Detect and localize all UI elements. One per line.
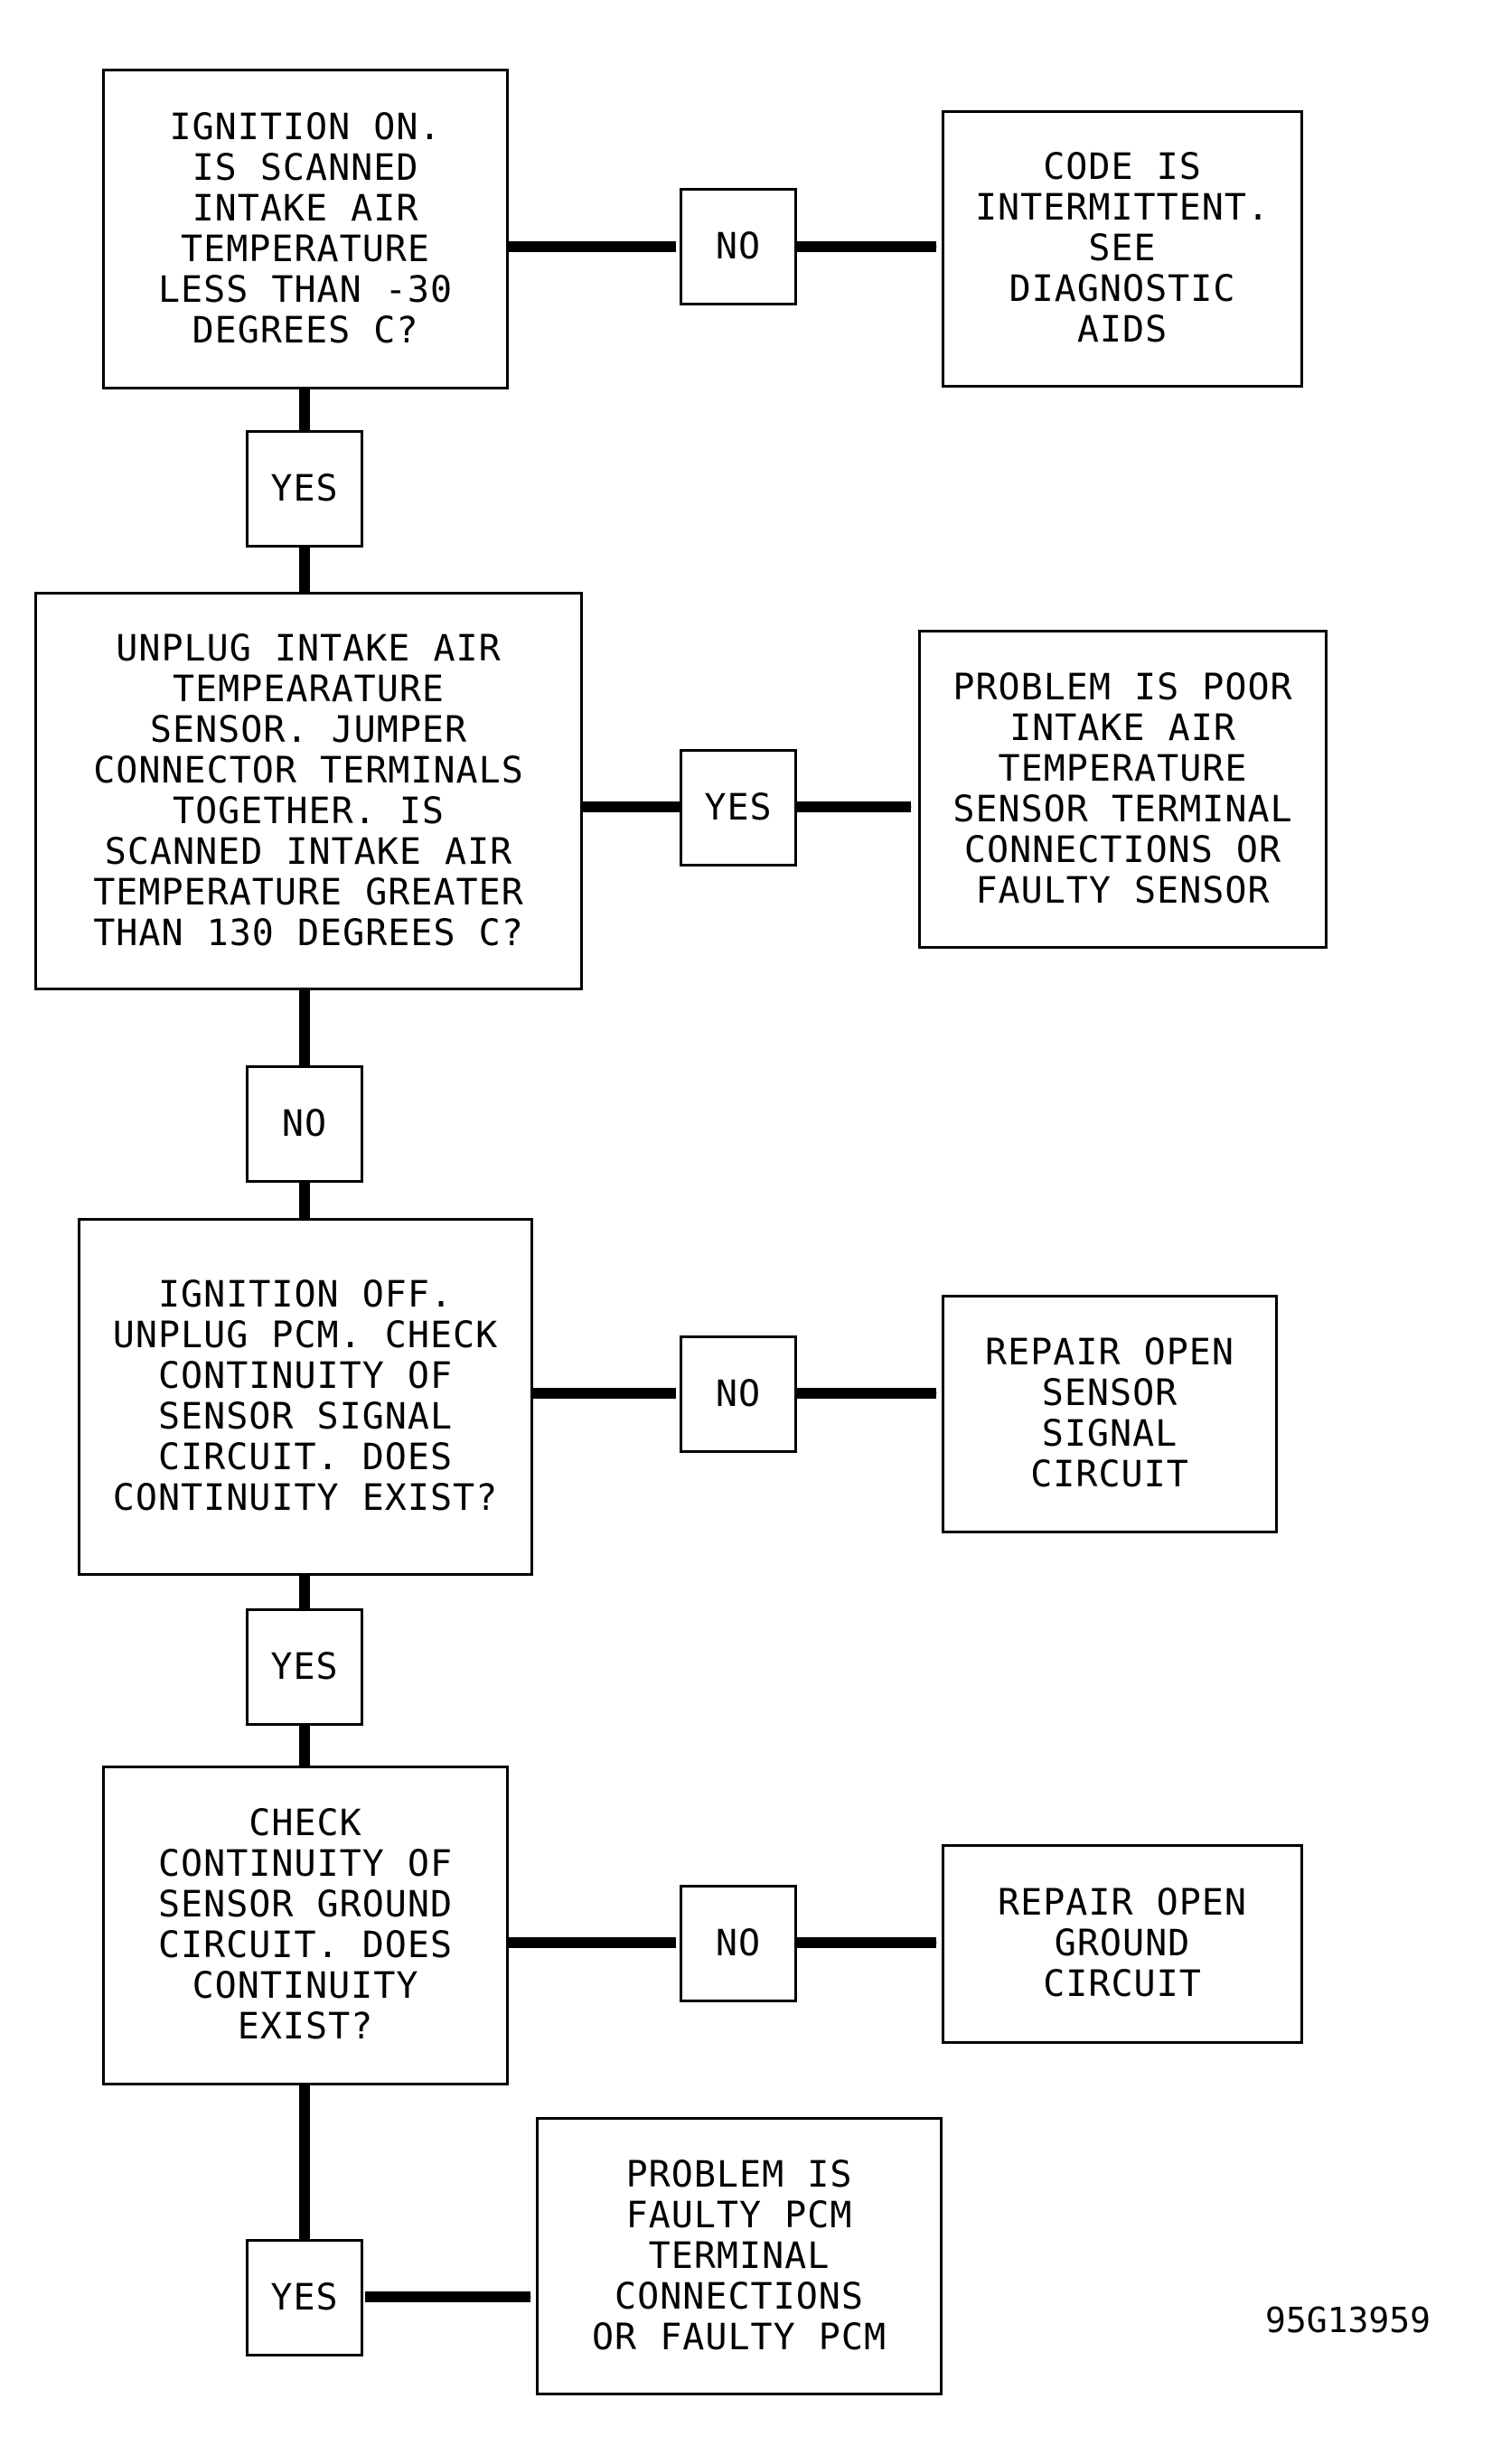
step-3-box: IGNITION OFF. UNPLUG PCM. CHECK CONTINUI… xyxy=(78,1218,533,1576)
step-1-box: IGNITION ON. IS SCANNED INTAKE AIR TEMPE… xyxy=(102,69,509,389)
branch-label-yes-2: YES xyxy=(680,749,797,867)
branch-label-no-4: NO xyxy=(680,1885,797,2002)
down-label-no-2: NO xyxy=(246,1065,363,1183)
step-4-box: CHECK CONTINUITY OF SENSOR GROUND CIRCUI… xyxy=(102,1766,509,2085)
down-label-yes-1: YES xyxy=(246,430,363,548)
final-result-box: PROBLEM IS FAULTY PCM TERMINAL CONNECTIO… xyxy=(536,2117,943,2395)
branch-label-no-3: NO xyxy=(680,1335,797,1453)
result-4-box: REPAIR OPEN GROUND CIRCUIT xyxy=(942,1844,1303,2044)
step-2-box: UNPLUG INTAKE AIR TEMPEARATURE SENSOR. J… xyxy=(34,592,583,990)
branch-label-no-1: NO xyxy=(680,188,797,305)
down-label-yes-4: YES xyxy=(246,2239,363,2356)
result-3-box: REPAIR OPEN SENSOR SIGNAL CIRCUIT xyxy=(942,1295,1278,1533)
figure-code: 95G13959 xyxy=(1265,2300,1431,2340)
down-label-yes-3: YES xyxy=(246,1608,363,1726)
result-2-box: PROBLEM IS POOR INTAKE AIR TEMPERATURE S… xyxy=(918,630,1328,949)
result-1-box: CODE IS INTERMITTENT. SEE DIAGNOSTIC AID… xyxy=(942,110,1303,388)
